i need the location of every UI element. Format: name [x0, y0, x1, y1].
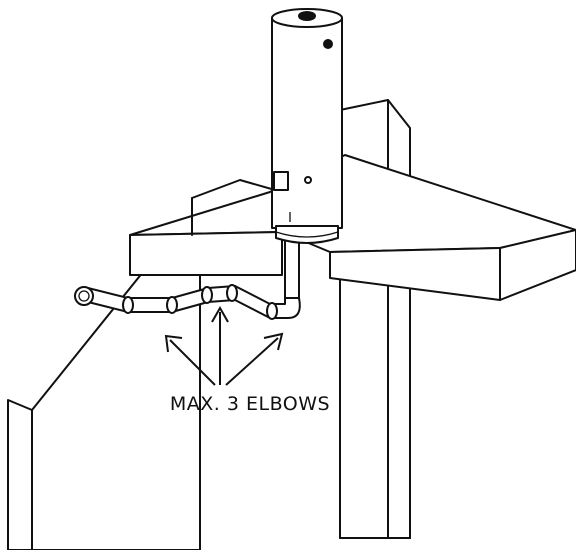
- wall-edges: [339, 429, 411, 539]
- callout-arrows: [164, 305, 284, 386]
- water-heater: [271, 8, 343, 244]
- vent-pipe: [74, 237, 301, 320]
- elbows-callout-label: MAX. 3 ELBOWS: [169, 393, 331, 415]
